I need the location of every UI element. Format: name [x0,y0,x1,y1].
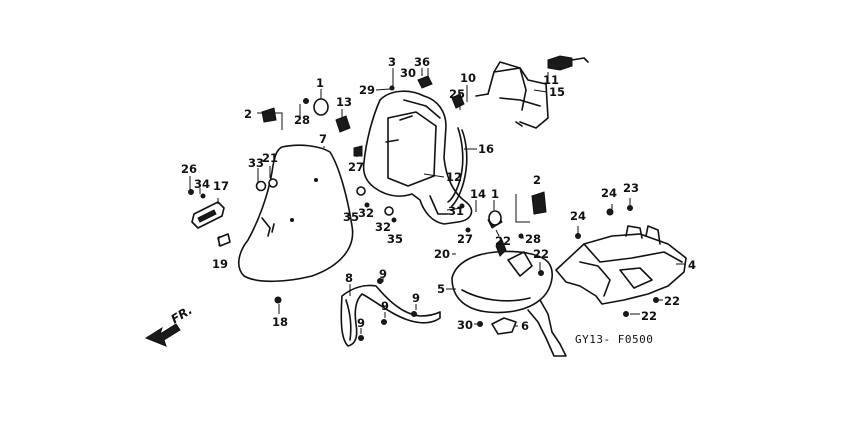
callout-31: 31 [448,204,464,218]
leader-lines [189,68,686,334]
callout-26: 26 [181,162,197,176]
lower-cover-part [451,250,567,357]
label-card-part [531,191,547,215]
callout-35: 35 [343,210,359,224]
callout-9c: 9 [357,316,365,330]
callout-9d: 9 [412,291,420,305]
callout-22: 22 [495,234,511,248]
callout-35b: 35 [387,232,403,246]
callout-7: 7 [319,132,327,146]
callout-1b: 1 [491,187,499,201]
callout-22d: 22 [641,309,657,323]
callout-labels: 1 2 3 36 29 30 10 11 15 25 28 13 7 27 16… [181,55,696,333]
callout-30: 30 [400,66,416,80]
callout-17: 17 [213,179,229,193]
floor-cover-part [555,205,687,317]
rail-part [447,127,468,207]
callout-22b: 22 [533,247,549,261]
callout-33: 33 [248,156,264,170]
bottom-parts [274,233,524,335]
callout-32b: 32 [375,220,391,234]
callout-32: 32 [358,206,374,220]
callout-36: 36 [414,55,430,69]
callout-30b: 30 [457,318,473,332]
callout-21: 21 [262,151,278,165]
callout-12: 12 [446,170,462,184]
callout-4: 4 [688,258,696,272]
callout-6: 6 [521,319,529,333]
callout-8: 8 [345,271,353,285]
callout-2: 2 [244,107,252,121]
lock-part [547,55,589,71]
callout-9a: 9 [379,267,387,281]
callout-13: 13 [336,95,352,109]
callout-16: 16 [478,142,494,156]
small-parts-left [188,178,278,247]
callout-28: 28 [294,113,310,127]
callout-15: 15 [549,85,565,99]
callout-25: 25 [449,87,465,101]
callout-5: 5 [437,282,445,296]
callout-19: 19 [212,257,228,271]
callout-14: 14 [470,187,486,201]
callout-34: 34 [194,177,210,191]
hardware-center [356,186,503,233]
small-parts-upper [261,75,465,157]
callout-29: 29 [359,83,375,97]
front-arrow-icon [144,323,181,347]
callout-20: 20 [434,247,450,261]
callout-1: 1 [316,76,324,90]
luggage-carrier-part [475,61,549,129]
callout-10: 10 [460,71,476,85]
callout-3: 3 [388,55,396,69]
callout-18: 18 [272,315,288,329]
callout-23: 23 [623,181,639,195]
callout-2b: 2 [533,173,541,187]
side-strip-part [340,278,441,347]
front-indicator-label: FR. [168,303,194,327]
callout-28b: 28 [525,232,541,246]
callout-24: 24 [601,186,617,200]
callout-24b: 24 [570,209,586,223]
callout-9b: 9 [381,299,389,313]
callout-11: 11 [543,73,559,87]
diagram-code: GY13- F0500 [575,333,653,346]
callout-22c: 22 [664,294,680,308]
callout-27b: 27 [457,232,473,246]
callout-27: 27 [348,160,364,174]
